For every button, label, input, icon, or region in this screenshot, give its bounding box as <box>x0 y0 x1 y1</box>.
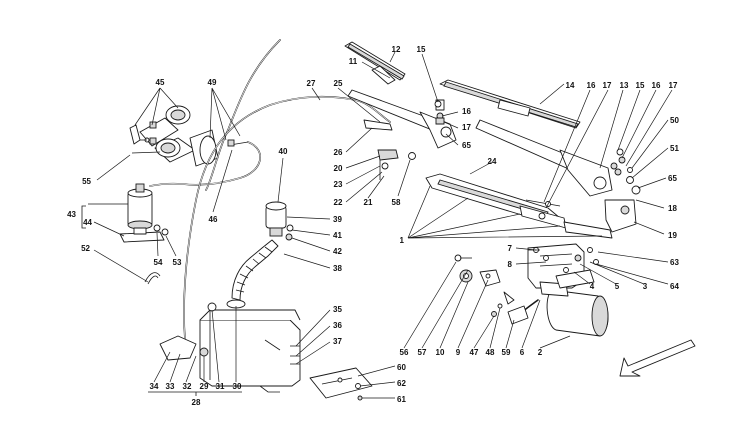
callout-25: 25 <box>334 79 343 88</box>
callout-15-right: 15 <box>636 81 645 90</box>
callout-45: 45 <box>156 78 165 87</box>
callout-11: 11 <box>349 57 358 66</box>
callout-17-right: 17 <box>669 81 678 90</box>
callout-40: 40 <box>279 147 288 156</box>
callout-60: 60 <box>397 363 406 372</box>
callout-20: 20 <box>334 164 343 173</box>
callout-26: 26 <box>334 148 343 157</box>
callout-5: 5 <box>615 282 620 291</box>
callout-17-left: 17 <box>462 123 471 132</box>
callout-10: 10 <box>436 348 445 357</box>
callout-39: 39 <box>333 215 342 224</box>
callout-14: 14 <box>566 81 575 90</box>
callout-53: 53 <box>173 258 182 267</box>
mounting-bracket <box>309 367 373 401</box>
washer-hose <box>183 95 391 341</box>
right-wiper-arm <box>475 119 622 197</box>
callout-7: 7 <box>508 244 513 253</box>
washer-jet-group <box>363 119 416 180</box>
callout-41: 41 <box>333 231 342 240</box>
callout-44: 44 <box>83 218 92 227</box>
arrow-icon <box>619 339 696 377</box>
wiper-linkage <box>425 173 641 239</box>
callout-37: 37 <box>333 337 342 346</box>
wiper-motor <box>507 269 609 337</box>
callout-62: 62 <box>397 379 406 388</box>
group-bracket-43 <box>81 205 86 229</box>
callout-2: 2 <box>538 348 543 357</box>
callout-47: 47 <box>470 348 479 357</box>
left-wiper-arm <box>347 89 457 149</box>
callout-16-right: 16 <box>652 81 661 90</box>
callout-49: 49 <box>208 78 217 87</box>
left-wiper-blade <box>344 41 406 85</box>
callout-22: 22 <box>334 198 343 207</box>
callout-42: 42 <box>333 247 342 256</box>
callout-31: 31 <box>216 382 225 391</box>
wiring-harness <box>149 39 281 191</box>
callout-24: 24 <box>488 157 497 166</box>
callout-65-left: 65 <box>462 141 471 150</box>
callout-52: 52 <box>81 244 90 253</box>
callout-57: 57 <box>418 348 427 357</box>
callout-32: 32 <box>183 382 192 391</box>
callout-18: 18 <box>668 204 677 213</box>
callout-33: 33 <box>166 382 175 391</box>
callout-50: 50 <box>670 116 679 125</box>
callout-4: 4 <box>590 282 595 291</box>
callout-38: 38 <box>333 264 342 273</box>
callout-19: 19 <box>668 231 677 240</box>
washer-reservoir <box>159 299 301 393</box>
callout-29: 29 <box>200 382 209 391</box>
callout-9: 9 <box>456 348 461 357</box>
callout-27: 27 <box>307 79 316 88</box>
callout-54: 54 <box>154 258 163 267</box>
callout-17-mid: 17 <box>603 81 612 90</box>
callout-55: 55 <box>82 177 91 186</box>
callout-58: 58 <box>392 198 401 207</box>
callout-36: 36 <box>333 321 342 330</box>
callout-23: 23 <box>334 180 343 189</box>
callout-16-left: 16 <box>462 107 471 116</box>
callout-1: 1 <box>400 236 405 245</box>
callout-6: 6 <box>520 348 525 357</box>
callout-43: 43 <box>67 210 76 219</box>
right-wiper-blade <box>439 79 581 129</box>
callout-21: 21 <box>364 198 373 207</box>
callout-56: 56 <box>400 348 409 357</box>
callout-59: 59 <box>502 348 511 357</box>
leader-lines <box>88 51 673 399</box>
callout-12: 12 <box>392 45 401 54</box>
callout-34: 34 <box>150 382 159 391</box>
horn-assembly <box>129 105 249 167</box>
callout-46: 46 <box>209 215 218 224</box>
callout-16-mid: 16 <box>587 81 596 90</box>
callout-15-left: 15 <box>417 45 426 54</box>
callout-labels: 45 49 55 43 44 46 52 54 53 27 40 39 41 4… <box>67 45 679 407</box>
callout-65-right: 65 <box>668 174 677 183</box>
callout-8: 8 <box>508 260 513 269</box>
washer-pump <box>119 183 169 285</box>
callout-28: 28 <box>192 398 201 407</box>
callout-35: 35 <box>333 305 342 314</box>
callout-61: 61 <box>397 395 406 404</box>
callout-13: 13 <box>620 81 629 90</box>
callout-51: 51 <box>670 144 679 153</box>
callout-30: 30 <box>233 382 242 391</box>
filler-neck <box>231 201 294 301</box>
small-hardware <box>434 100 634 184</box>
callout-48: 48 <box>486 348 495 357</box>
callout-64: 64 <box>670 282 679 291</box>
callout-3: 3 <box>643 282 648 291</box>
callout-63: 63 <box>670 258 679 267</box>
